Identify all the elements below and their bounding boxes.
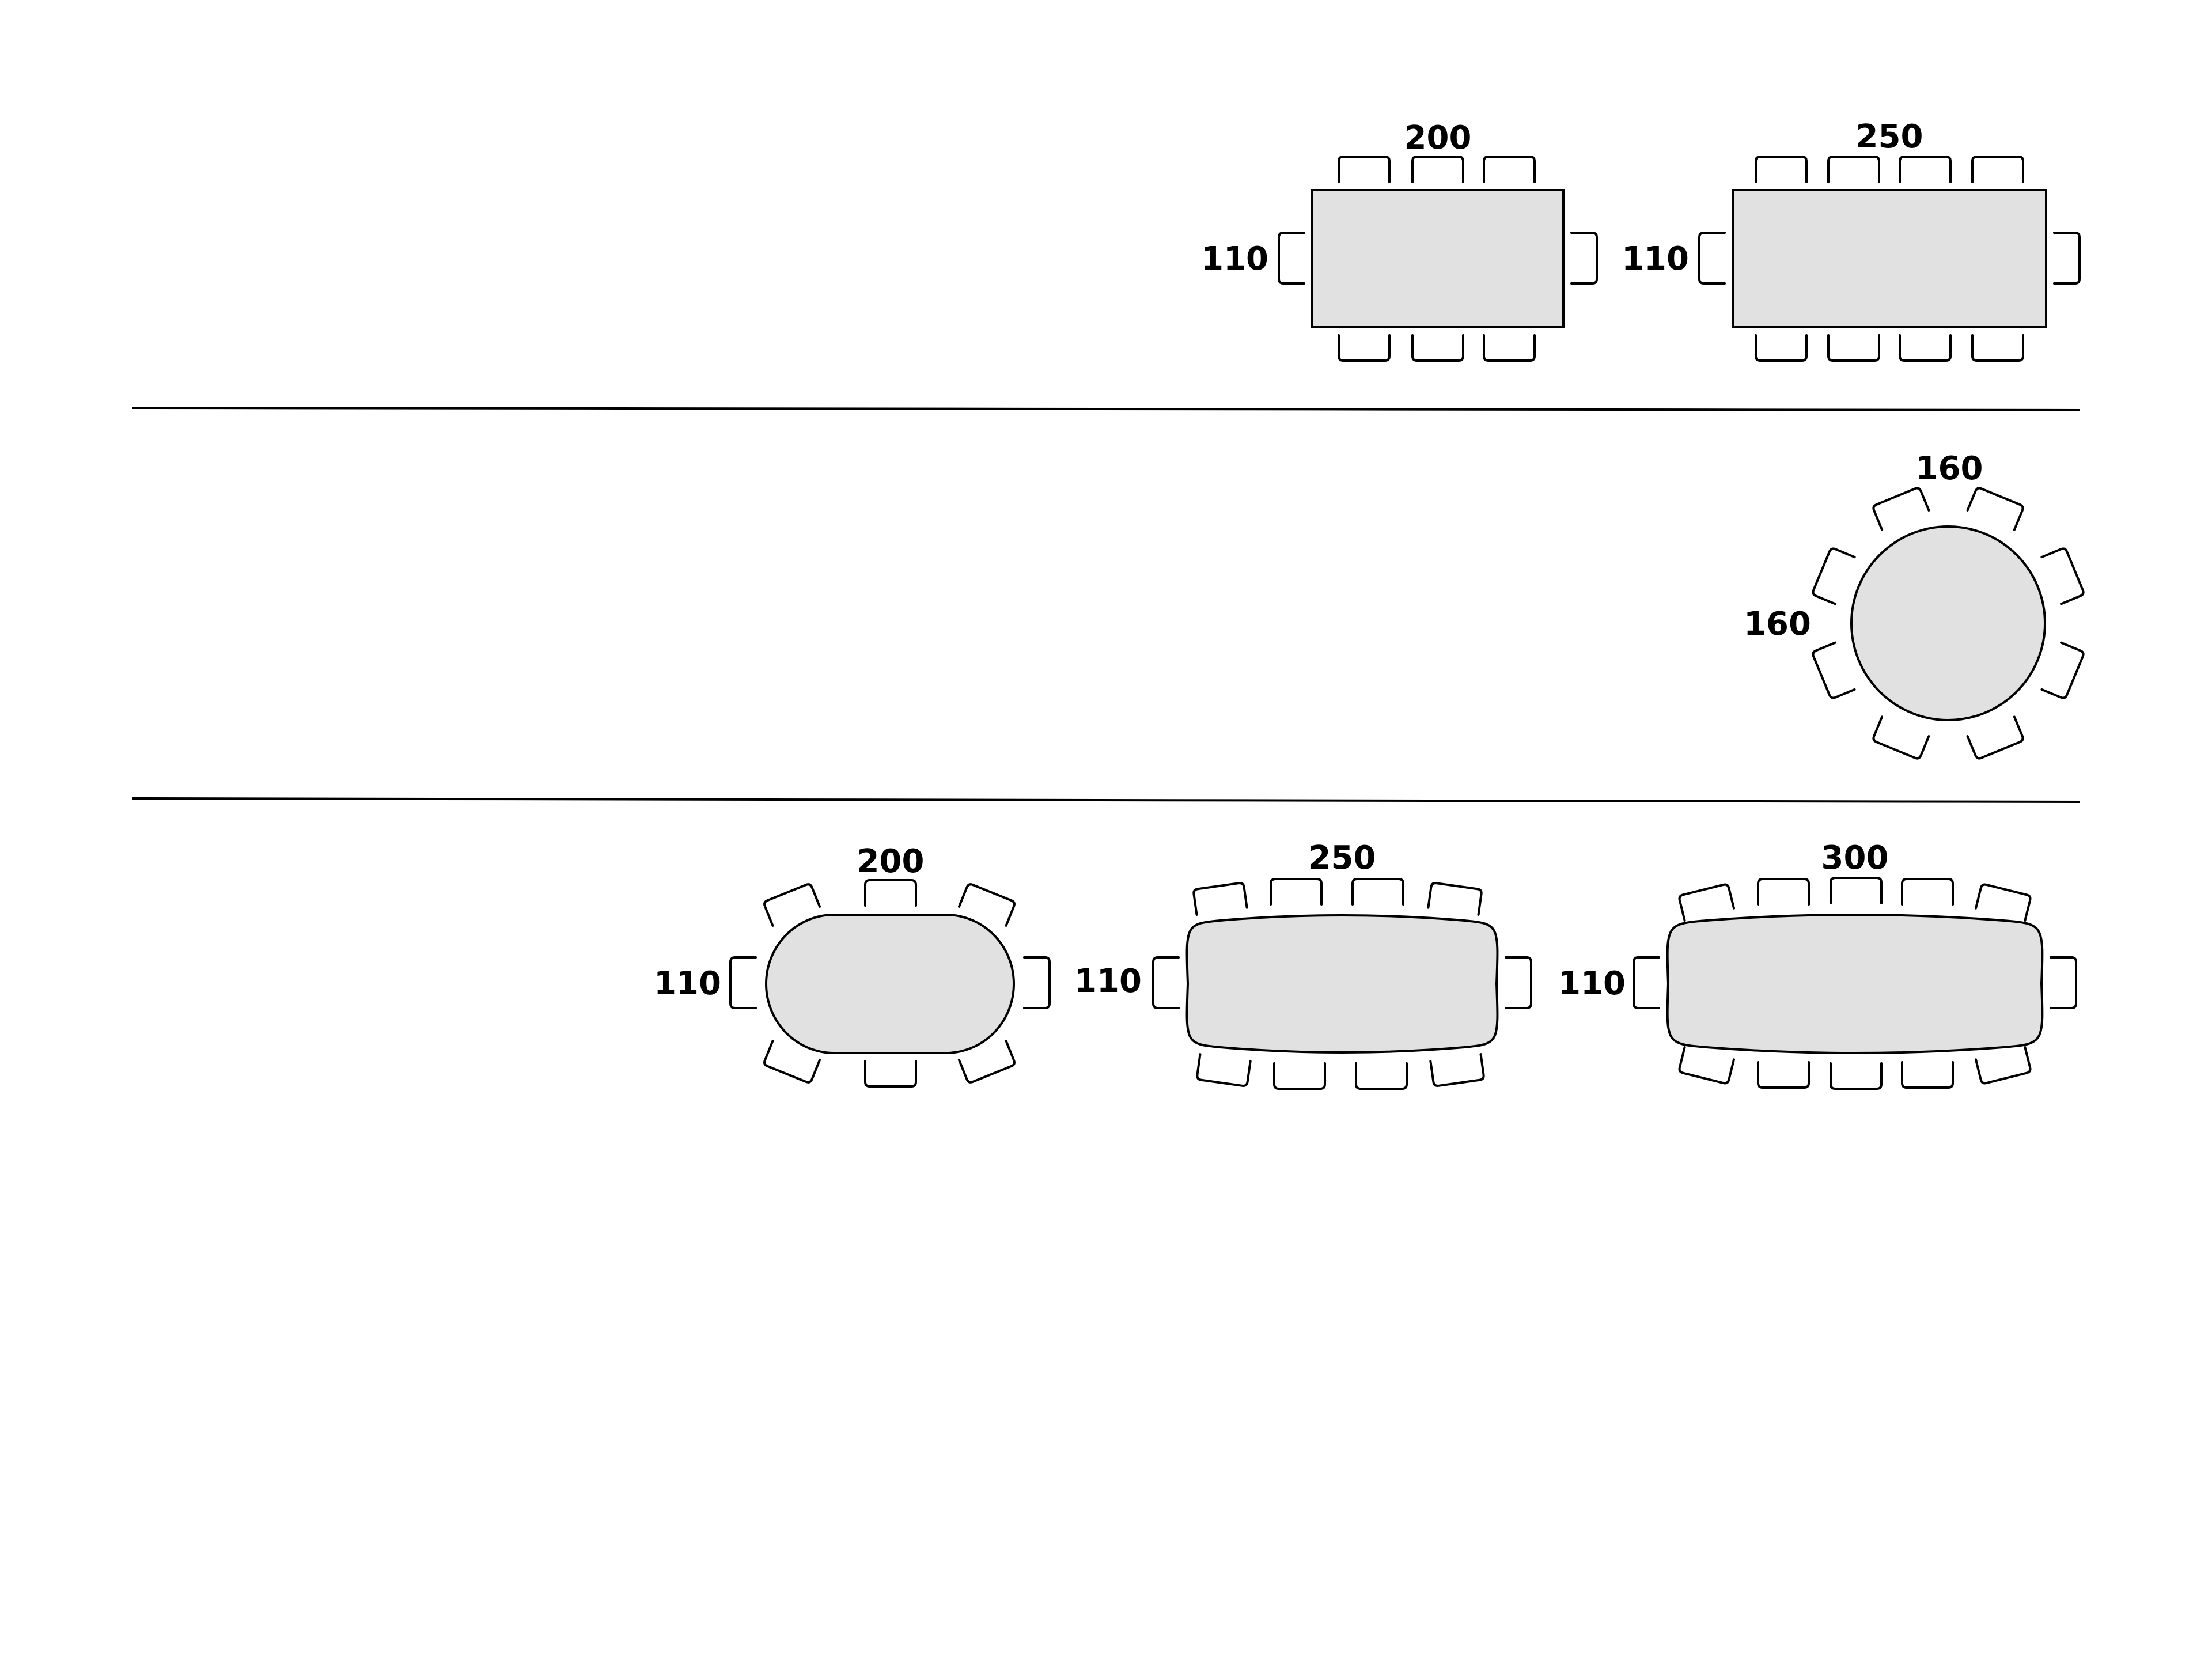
chair-icon [1411, 334, 1464, 362]
chair-icon [1755, 156, 1808, 183]
depth-label: 110 [654, 965, 721, 1002]
width-label: 300 [1821, 839, 1889, 877]
chair-icon [1974, 1046, 2032, 1085]
oval-table-300: 300 110 [1558, 839, 2077, 1090]
chair-icon [1678, 883, 1736, 922]
chair-icon [1872, 487, 1930, 531]
chair-icon [957, 1040, 1016, 1084]
chair-icon [1338, 334, 1391, 362]
row-separator-2 [132, 797, 2080, 803]
chair-icon [1427, 882, 1483, 916]
chair-icon [1411, 156, 1464, 183]
chairs [1152, 878, 1532, 1090]
chair-icon [1872, 715, 1930, 760]
table-top [1185, 914, 1499, 1054]
chair-icon [1192, 882, 1248, 916]
chair-icon [1966, 715, 2024, 760]
chair-icon [1899, 156, 1952, 183]
rectangular-table-200: 200 110 [1201, 119, 1598, 362]
chair-icon [1698, 232, 1726, 285]
chair-icon [2050, 956, 2077, 1009]
chair-icon [1812, 547, 1856, 605]
chair-icon [1971, 334, 2024, 362]
chair-icon [1270, 878, 1323, 906]
round-table-160: 160 160 [1744, 450, 2085, 760]
chair-icon [864, 879, 917, 907]
chair-icon [1483, 156, 1536, 183]
chair-icon [763, 1040, 821, 1084]
row-separator-1 [132, 407, 2080, 411]
chair-icon [1827, 334, 1880, 362]
chair-icon [1827, 156, 1880, 183]
chair-icon [2040, 641, 2085, 699]
chair-icon [1971, 156, 2024, 183]
chair-icon [1757, 1061, 1810, 1089]
chair-icon [1570, 232, 1598, 285]
chair-icon [1966, 487, 2024, 531]
table-top [1311, 189, 1565, 328]
chair-icon [1273, 1062, 1326, 1090]
chair-icon [763, 883, 821, 927]
chairs [1633, 877, 2077, 1090]
chair-icon [1429, 1053, 1485, 1087]
chair-icon [1830, 1062, 1883, 1090]
chair-icon [1974, 883, 2032, 922]
chair-icon [1899, 334, 1952, 362]
chairs [1698, 156, 2081, 362]
chair-icon [1901, 878, 1954, 906]
chair-icon [729, 956, 757, 1009]
chair-icon [864, 1060, 917, 1088]
chair-icon [1355, 1062, 1408, 1090]
chair-icon [1812, 641, 1856, 699]
depth-label: 160 [1744, 605, 1811, 643]
depth-label: 110 [1074, 963, 1142, 1000]
table-top [1850, 525, 2046, 721]
chair-icon [1338, 156, 1391, 183]
table-top [765, 914, 1015, 1054]
oval-table-250: 250 110 [1074, 839, 1532, 1090]
chair-icon [2053, 232, 2081, 285]
chairs [729, 879, 1051, 1088]
chair-icon [1278, 232, 1305, 285]
depth-label: 110 [1558, 965, 1626, 1002]
width-label: 200 [1404, 119, 1472, 157]
depth-label: 110 [1201, 240, 1268, 278]
chair-icon [1483, 334, 1536, 362]
chair-icon [1633, 956, 1660, 1009]
chair-icon [1023, 956, 1051, 1009]
chair-icon [1196, 1053, 1252, 1087]
chair-icon [1152, 956, 1180, 1009]
chair-icon [957, 883, 1016, 927]
depth-label: 110 [1622, 240, 1689, 278]
table-top [1666, 914, 2044, 1054]
chair-icon [2040, 547, 2085, 605]
rectangular-table-250: 250 110 [1622, 118, 2081, 362]
chair-icon [1505, 956, 1532, 1009]
chair-icon [1757, 878, 1810, 906]
chair-icon [1901, 1061, 1954, 1089]
chair-icon [1755, 334, 1808, 362]
chair-icon [1830, 877, 1883, 904]
width-label: 160 [1916, 450, 1983, 487]
chairs [1812, 487, 2085, 760]
width-label: 250 [1309, 839, 1376, 877]
chair-icon [1678, 1046, 1736, 1085]
table-top [1732, 189, 2047, 328]
chair-icon [1351, 878, 1404, 906]
width-label: 250 [1856, 118, 1923, 156]
chairs [1278, 156, 1598, 362]
oval-table-200: 200 110 [654, 843, 1051, 1088]
width-label: 200 [857, 843, 925, 880]
